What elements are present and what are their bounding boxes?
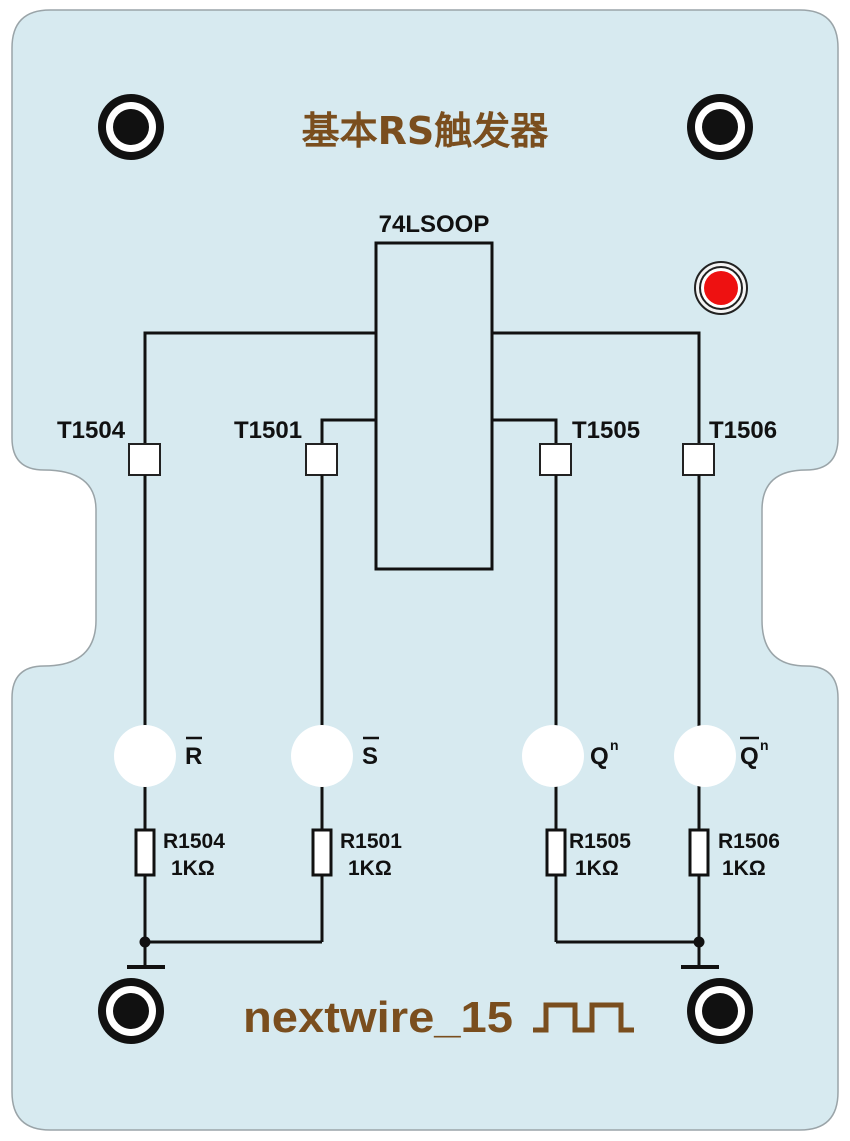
- resistor-value-r1506: 1KΩ: [722, 857, 766, 880]
- wire-t1504: [143, 331, 376, 444]
- svg-text:Q: Q: [740, 743, 759, 770]
- svg-text:n: n: [610, 737, 619, 753]
- resistor-r1506: [688, 828, 710, 877]
- junction-dot: [139, 936, 151, 948]
- jack-qn[interactable]: [522, 725, 584, 787]
- mount-hole-icon: [687, 94, 753, 160]
- junction-dot: [693, 936, 705, 948]
- testpoint-t1506[interactable]: [682, 443, 715, 476]
- resistor-value-r1501: 1KΩ: [348, 857, 392, 880]
- resistor-value-r1504: 1KΩ: [171, 857, 215, 880]
- wire-t1505: [492, 418, 558, 444]
- resistor-r1504: [134, 828, 156, 877]
- resistor-name-r1504: R1504: [163, 830, 225, 853]
- symbol-qn-bar: Q n: [740, 736, 769, 770]
- wire-t1506: [492, 331, 701, 444]
- svg-text:n: n: [760, 737, 769, 753]
- wire-t1501: [320, 418, 376, 444]
- testpoint-t1501[interactable]: [305, 443, 338, 476]
- chip-74lsoop: [374, 241, 494, 571]
- resistor-name-r1501: R1501: [340, 830, 402, 853]
- mount-hole-icon: [687, 978, 753, 1044]
- testpoint-label-t1505: T1505: [572, 417, 640, 444]
- jack-s-bar[interactable]: [291, 725, 353, 787]
- resistor-r1501: [311, 828, 333, 877]
- jack-qn-bar[interactable]: [674, 725, 736, 787]
- chip-label: 74LSOOP: [379, 211, 490, 238]
- svg-text:S: S: [362, 743, 378, 770]
- testpoint-label-t1504: T1504: [57, 417, 126, 444]
- brand-logo: nextwire_15: [243, 993, 513, 1042]
- symbol-qn: Q n: [590, 737, 619, 770]
- board-title: 基本RS触发器: [302, 109, 550, 153]
- testpoint-label-t1506: T1506: [709, 417, 777, 444]
- svg-text:R: R: [185, 743, 202, 770]
- square-wave-icon: [533, 1002, 634, 1033]
- svg-text:Q: Q: [590, 743, 609, 770]
- resistor-r1505: [545, 828, 567, 877]
- mount-hole-icon: [98, 94, 164, 160]
- testpoint-t1504[interactable]: [128, 443, 161, 476]
- resistor-value-r1505: 1KΩ: [575, 857, 619, 880]
- resistor-name-r1505: R1505: [569, 830, 631, 853]
- jack-r-bar[interactable]: [114, 725, 176, 787]
- mount-hole-icon: [98, 978, 164, 1044]
- testpoint-t1505[interactable]: [539, 443, 572, 476]
- led-icon[interactable]: [694, 261, 748, 315]
- symbol-s-bar: S: [362, 736, 379, 770]
- symbol-r-bar: R: [185, 736, 202, 770]
- resistor-name-r1506: R1506: [718, 830, 780, 853]
- testpoint-label-t1501: T1501: [234, 417, 302, 444]
